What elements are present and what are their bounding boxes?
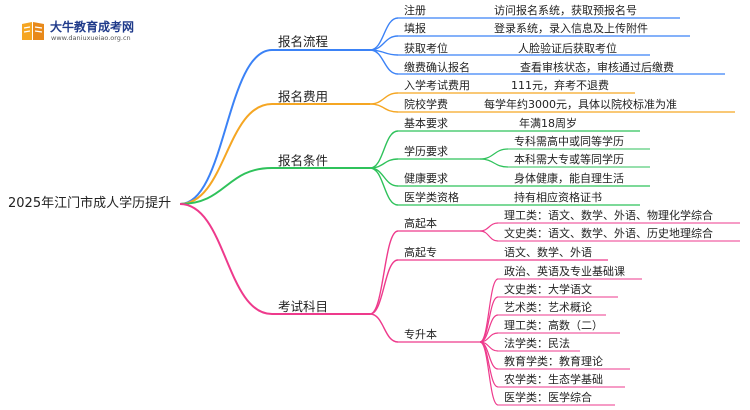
condition-name: 健康要求	[404, 172, 448, 185]
condition-name: 学历要求	[404, 145, 448, 158]
branch-conditions: 报名条件	[278, 153, 329, 168]
connector-line	[479, 230, 499, 242]
exam-subject: 语文、数学、外语	[504, 246, 592, 259]
connector-line	[479, 278, 499, 343]
logo-subtitle: www.daniuxueiao.org.cn	[51, 34, 131, 42]
connector-line	[479, 158, 509, 168]
connector-line	[369, 17, 399, 51]
exam-subject: 政治、英语及专业基础课	[504, 265, 625, 278]
fee-item-desc: 111元，弃考不退费	[511, 79, 609, 92]
flow-step-desc: 访问报名系统，获取预报名号	[494, 4, 637, 17]
exam-subject: 农学类：生态学基础	[504, 373, 603, 386]
exam-subject: 文史类：大学语文	[504, 283, 592, 296]
fee-item-name: 入学考试费用	[404, 79, 470, 92]
condition-desc: 持有相应资格证书	[514, 191, 602, 204]
exam-subject: 艺术类：艺术概论	[504, 301, 592, 314]
connector-line	[179, 203, 273, 315]
logo-title: 大牛教育成考网	[50, 20, 135, 34]
connector-line	[369, 259, 399, 315]
exam-subject: 理工类：语文、数学、外语、物理化学综合	[504, 209, 713, 222]
flow-step-desc: 人脸验证后获取考位	[518, 42, 617, 55]
condition-desc: 年满18周岁	[519, 117, 577, 130]
connector-line	[369, 103, 399, 113]
connector-line	[369, 167, 399, 206]
exam-subject: 法学类：民法	[504, 337, 570, 350]
connector-line	[369, 167, 399, 187]
connector-line	[479, 341, 499, 388]
connector-line	[369, 49, 399, 75]
connector-line	[479, 341, 499, 406]
branch-exam-subjects: 考试科目	[278, 299, 329, 314]
branch-flow: 报名流程	[278, 34, 329, 49]
fee-item-name: 院校学费	[404, 98, 448, 111]
exam-subject: 医学类：医学综合	[504, 391, 592, 404]
connector-line	[369, 313, 399, 343]
fee-item-desc: 每学年约3000元，具体以院校标准为准	[484, 98, 677, 111]
branch-fee: 报名费用	[278, 89, 329, 104]
connector-line	[369, 35, 399, 51]
flow-step-name: 缴费确认报名	[404, 61, 470, 74]
connector-line	[179, 103, 273, 205]
condition-desc: 身体健康，能自理生活	[514, 172, 624, 185]
flow-step-desc: 查看审核状态，审核通过后缴费	[520, 61, 674, 74]
connector-line	[479, 148, 509, 160]
connector-line	[369, 130, 399, 169]
exam-subject: 文史类：语文、数学、外语、历史地理综合	[504, 227, 713, 240]
flow-step-name: 注册	[404, 4, 426, 17]
exam-level-name: 高起专	[404, 246, 437, 259]
connector-line	[179, 167, 273, 205]
condition-name: 医学类资格	[404, 191, 459, 204]
flow-step-desc: 登录系统，录入信息及上传附件	[494, 22, 648, 35]
flow-step-name: 填报	[404, 22, 426, 35]
condition-sub: 本科需大专或等同学历	[514, 153, 624, 166]
connector-line	[479, 296, 499, 343]
flow-step-name: 获取考位	[404, 42, 448, 55]
connector-line	[369, 230, 399, 315]
exam-level-name: 高起本	[404, 217, 437, 230]
root-topic: 2025年江门市成人学历提升	[8, 196, 172, 211]
book-logo-icon	[22, 22, 44, 40]
condition-sub: 专科需高中或同等学历	[514, 135, 624, 148]
condition-name: 基本要求	[404, 117, 448, 130]
exam-level-name: 专升本	[404, 328, 437, 341]
connector-line	[479, 222, 499, 232]
exam-subject: 教育学类：教育理论	[504, 355, 603, 368]
connector-line	[179, 49, 273, 205]
exam-subject: 理工类：高数（二）	[504, 319, 603, 332]
connector-line	[369, 92, 399, 105]
